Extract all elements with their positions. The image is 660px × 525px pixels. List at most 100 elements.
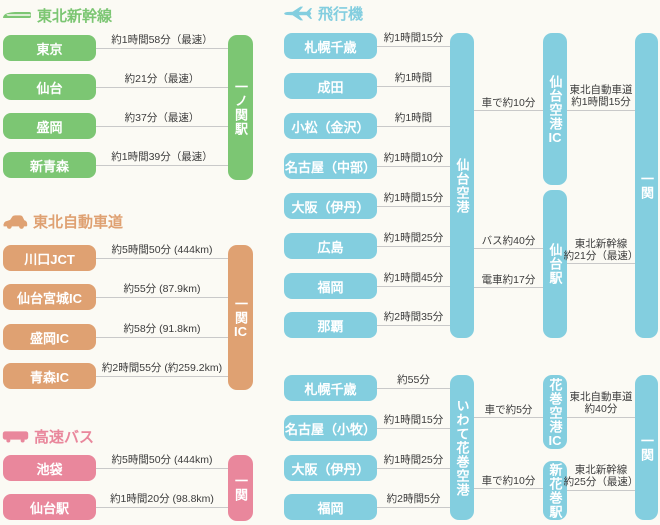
- connector-line: [377, 388, 450, 389]
- origin-box-osaka-itami: 大阪（伊丹）: [284, 193, 377, 219]
- leg-label-expressway: 東北自動車道 約40分: [557, 391, 645, 415]
- leg-label-line1: 東北新幹線: [574, 238, 628, 250]
- leg-label-line2: 約40分: [584, 403, 618, 415]
- bus-icon: [2, 431, 29, 443]
- connector-line: [96, 87, 228, 88]
- leg-label-shinkansen: 東北新幹線 約21分（最速）: [557, 238, 645, 262]
- shinkansen-train-icon: [3, 12, 31, 18]
- origin-box-sendai: 仙台: [3, 74, 96, 100]
- connector-line: [474, 417, 543, 418]
- travel-time-label: 約1時間15分: [383, 32, 444, 44]
- travel-time-label: 約5時間50分 (444km): [111, 454, 213, 466]
- transfer-label-bus: バス約40分: [481, 235, 536, 247]
- origin-box-fukuoka-2: 福岡: [284, 494, 377, 520]
- bus-section-header: 高速バス: [2, 426, 94, 447]
- destination-box-ichinoseki-station: 一ノ関駅: [228, 35, 253, 180]
- shinkansen-section-header: 東北新幹線: [2, 5, 112, 26]
- connector-line: [377, 468, 450, 469]
- connector-line: [377, 86, 450, 87]
- connector-line: [567, 490, 635, 491]
- origin-box-komatsu-kanazawa: 小松（金沢）: [284, 113, 377, 139]
- travel-time-label: 約1時間20分 (98.8km): [110, 493, 214, 505]
- connector-line: [474, 287, 543, 288]
- expressway-section-title: 東北自動車道: [33, 214, 124, 231]
- origin-box-hiroshima: 広島: [284, 233, 377, 259]
- origin-box-sapporo-chitose-2: 札幌千歳: [284, 375, 377, 401]
- origin-box-ikebukuro: 池袋: [3, 455, 96, 481]
- transfer-label-car: 車で約10分: [481, 475, 536, 487]
- airplane-icon: [284, 6, 313, 21]
- origin-box-kawaguchi-jct: 川口JCT: [3, 245, 96, 271]
- travel-time-label: 約1時間58分（最速）: [111, 34, 213, 46]
- leg-label-line2: 約25分（最速）: [563, 476, 639, 488]
- connector-line: [377, 507, 450, 508]
- origin-box-fukuoka: 福岡: [284, 273, 377, 299]
- travel-time-label: 約55分: [397, 374, 430, 386]
- origin-box-sendai-miyagi-ic: 仙台宮城IC: [3, 284, 96, 310]
- connector-line: [377, 286, 450, 287]
- connector-line: [96, 48, 228, 49]
- connector-line: [96, 507, 228, 508]
- travel-time-label: 約1時間45分: [383, 272, 444, 284]
- origin-box-morioka-ic: 盛岡IC: [3, 324, 96, 350]
- node-box-hanamaki-airport-ic: 花巻空港IC: [543, 375, 567, 449]
- travel-time-label: 約2時間55分 (約259.2km): [101, 362, 223, 374]
- origin-box-sendai-station: 仙台駅: [3, 494, 96, 520]
- bus-section-title: 高速バス: [34, 429, 95, 446]
- hub-box-iwate-hanamaki-airport: いわて花巻空港: [450, 375, 474, 520]
- connector-line: [377, 206, 450, 207]
- travel-time-label: 約1時間: [394, 112, 433, 124]
- leg-label-line1: 東北自動車道: [569, 84, 633, 96]
- origin-box-tokyo: 東京: [3, 35, 96, 61]
- leg-label-expressway: 東北自動車道 約1時間15分: [557, 84, 645, 108]
- travel-time-label: 約2時間5分: [386, 493, 441, 505]
- travel-time-label: 約37分（最速）: [124, 112, 200, 124]
- travel-time-label: 約1時間15分: [383, 192, 444, 204]
- travel-time-label: 約1時間39分（最速）: [111, 151, 213, 163]
- leg-label-shinkansen: 東北新幹線 約25分（最速）: [557, 464, 645, 488]
- node-box-shin-hanamaki-station: 新花巻駅: [543, 461, 567, 520]
- hub-box-sendai-airport: 仙台空港: [450, 33, 474, 338]
- origin-box-sapporo-chitose: 札幌千歳: [284, 33, 377, 59]
- air-section-title: 飛行機: [318, 6, 364, 23]
- connector-line: [377, 246, 450, 247]
- leg-label-line1: 東北新幹線: [574, 464, 628, 476]
- connector-line: [377, 428, 450, 429]
- transfer-label-train: 電車約17分: [481, 274, 536, 286]
- connector-line: [474, 248, 543, 249]
- connector-line: [474, 488, 543, 489]
- expressway-section-header: 東北自動車道: [2, 211, 123, 232]
- travel-time-label: 約1時間25分: [383, 232, 444, 244]
- travel-time-label: 約55分 (87.9km): [123, 283, 201, 295]
- origin-box-nagoya-chubu: 名古屋（中部）: [284, 153, 377, 179]
- connector-line: [377, 166, 450, 167]
- origin-box-aomori-ic: 青森IC: [3, 363, 96, 389]
- connector-line: [474, 110, 543, 111]
- travel-time-label: 約1時間: [394, 72, 433, 84]
- connector-line: [96, 165, 228, 166]
- transfer-label-car: 車で約5分: [484, 404, 533, 416]
- connector-line: [96, 258, 228, 259]
- travel-time-label: 約1時間10分: [383, 152, 444, 164]
- travel-time-label: 約2時間35分: [383, 311, 444, 323]
- connector-line: [96, 376, 228, 377]
- origin-box-nagoya-komaki: 名古屋（小牧）: [284, 415, 377, 441]
- travel-time-label: 約5時間50分 (444km): [111, 244, 213, 256]
- connector-line: [96, 337, 228, 338]
- connector-line: [377, 325, 450, 326]
- car-icon: [3, 215, 28, 229]
- origin-box-morioka: 盛岡: [3, 113, 96, 139]
- destination-box-ichinoseki-bus: 一関: [228, 455, 253, 521]
- node-box-sendai-airport-ic: 仙台空港IC: [543, 33, 567, 185]
- destination-box-ichinoseki-air-sendai: 一関: [635, 33, 658, 338]
- origin-box-shin-aomori: 新青森: [3, 152, 96, 178]
- connector-line: [96, 468, 228, 469]
- node-box-sendai-station: 仙台駅: [543, 190, 567, 338]
- connector-line: [567, 263, 635, 264]
- leg-label-line1: 東北自動車道: [569, 391, 633, 403]
- connector-line: [567, 417, 635, 418]
- origin-box-naha: 那覇: [284, 312, 377, 338]
- travel-time-label: 約1時間15分: [383, 414, 444, 426]
- transfer-label-car: 車で約10分: [481, 97, 536, 109]
